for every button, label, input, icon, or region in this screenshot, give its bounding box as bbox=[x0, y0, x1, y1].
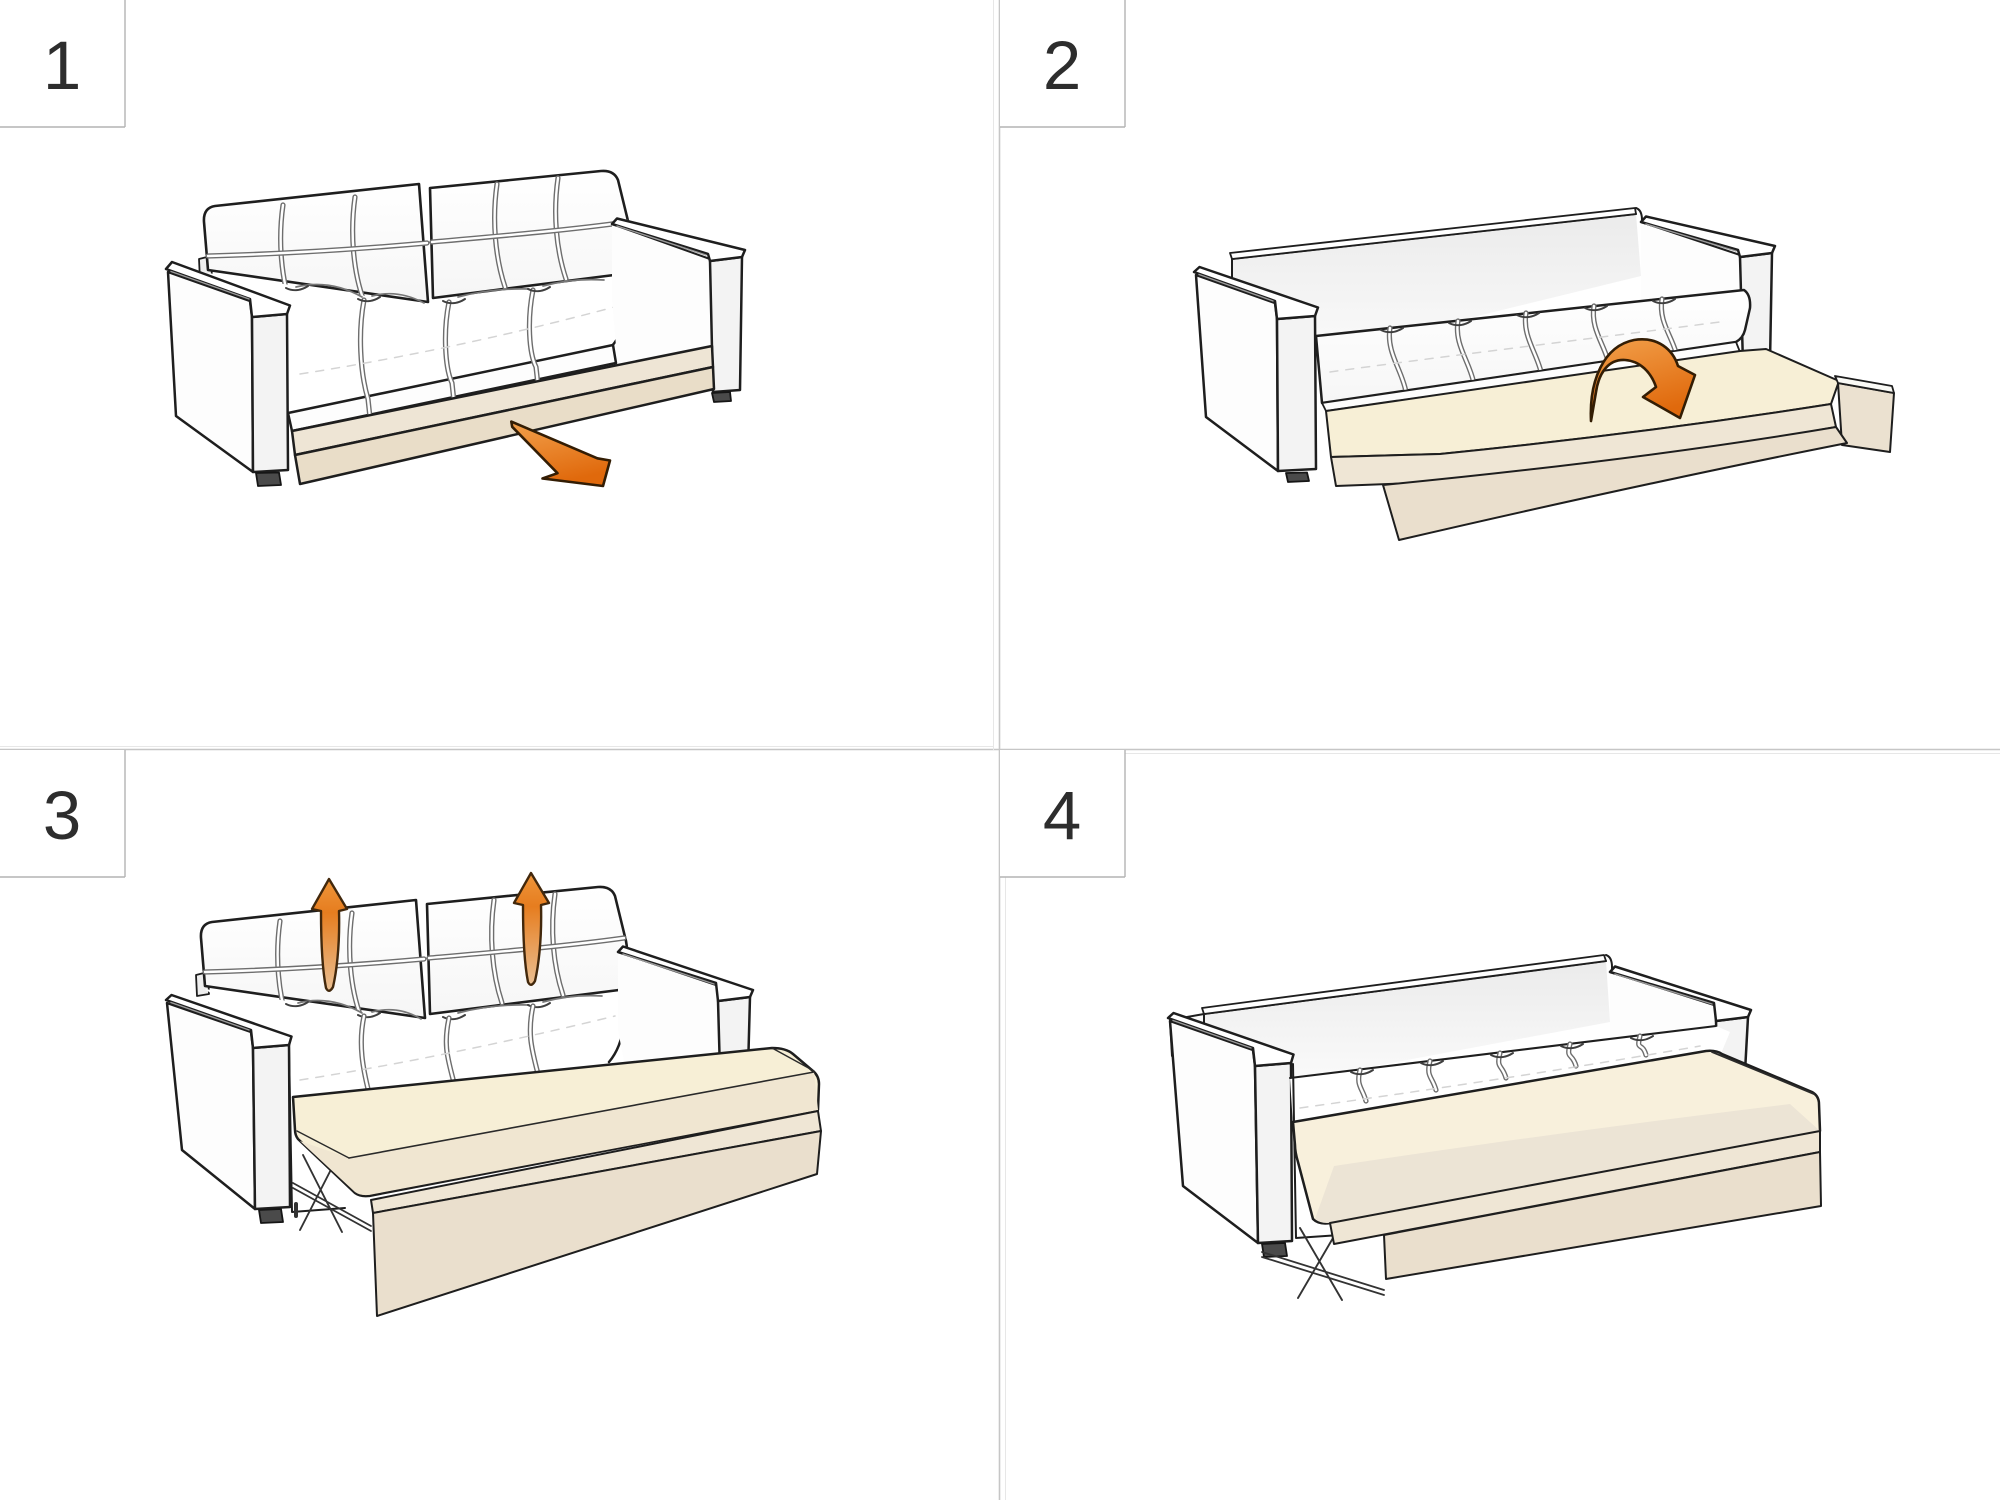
svg-text:4: 4 bbox=[1043, 777, 1081, 854]
svg-text:2: 2 bbox=[1043, 27, 1081, 104]
svg-text:1: 1 bbox=[43, 27, 81, 104]
svg-text:3: 3 bbox=[43, 777, 81, 854]
